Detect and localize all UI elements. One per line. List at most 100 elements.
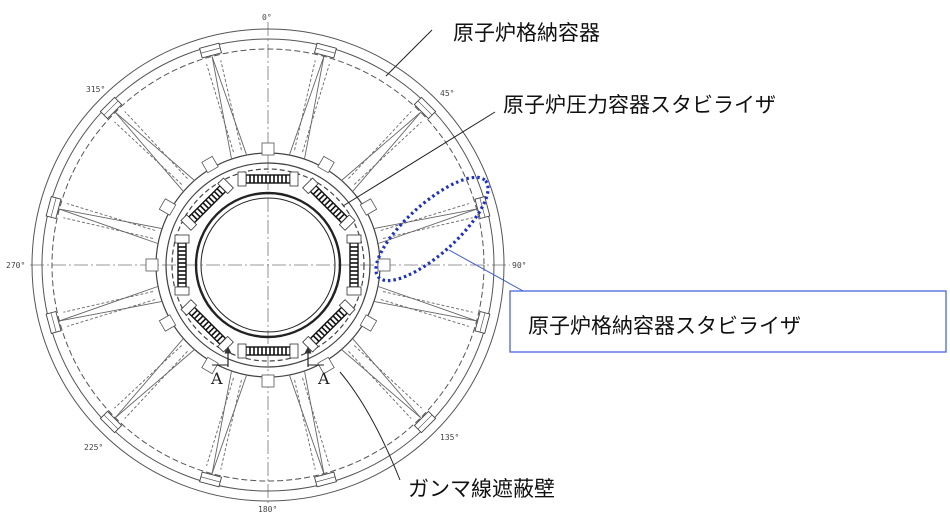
truss-member-dashed [302, 377, 330, 466]
angle-label-45: 45° [440, 89, 454, 98]
truss-member [59, 208, 163, 229]
angle-label-0: 0° [262, 13, 272, 22]
truss-member-dashed [380, 299, 469, 327]
pcv-stabilizer-callout-box [509, 290, 947, 353]
truss-member [377, 208, 477, 245]
rpv-stabilizer-label: 原子炉圧力容器スタビライザ [503, 93, 776, 117]
rpv-stabilizer [174, 234, 190, 296]
angle-labels: 0° 45° 90° 135° 180° 225° 270° 315° [6, 13, 526, 514]
truss-member-dashed [294, 379, 316, 470]
truss-member-dashed [220, 379, 242, 470]
truss-member [377, 285, 477, 322]
angle-label-315: 315° [86, 85, 105, 94]
truss-member [373, 208, 477, 229]
pcv-stabilizer-bracket [313, 471, 337, 488]
shield-bracket [359, 314, 378, 332]
truss-member-dashed [348, 350, 412, 419]
containment-vessel-label: 原子炉格納容器 [453, 21, 600, 45]
rpv-stabilizer-bars [174, 171, 362, 359]
truss-member-dashed [124, 350, 188, 419]
pcv-stabilizer-bracket [413, 96, 437, 120]
containment-vessel-rings [31, 28, 505, 502]
rpv-stabilizer [180, 299, 234, 353]
angle-label-135: 135° [440, 433, 459, 442]
truss-member-dashed [353, 345, 422, 409]
section-marks: A A [210, 346, 330, 388]
truss-member [352, 111, 422, 192]
truss-member-dashed [220, 60, 242, 151]
truss-member-dashed [63, 291, 154, 313]
truss-member [211, 56, 232, 160]
reactor-pressure-vessel [194, 191, 342, 339]
pcv-stabilizer-bracket [199, 42, 223, 59]
truss-member [352, 338, 422, 419]
pcv-stabilizer-bracket [474, 310, 491, 334]
truss-member-dashed [380, 203, 469, 231]
truss-member [211, 374, 248, 474]
truss-member-dashed [124, 111, 188, 180]
shield-bracket [377, 258, 391, 272]
pcv-stabilizer-bracket [313, 42, 337, 59]
truss-member-dashed [302, 64, 330, 153]
truss-member-dashed [63, 217, 154, 239]
truss-member-dashed [348, 111, 412, 180]
truss-member [59, 285, 159, 322]
rpv-stabilizer [346, 234, 362, 296]
rpv-stabilizer [237, 343, 299, 359]
truss-member [114, 111, 195, 181]
truss-member [373, 301, 477, 322]
truss-member-dashed [67, 299, 156, 327]
section-mark-right: A [317, 369, 330, 388]
shield-bracket [359, 198, 378, 216]
truss-member [59, 301, 163, 322]
shield-bracket [158, 198, 177, 216]
angle-label-90: 90° [512, 261, 526, 270]
pcv-stabilizer-label: 原子炉格納容器スタビライザ [528, 314, 801, 338]
truss-member-dashed [353, 121, 422, 185]
pcv-stabilizer-bracket [413, 410, 437, 434]
rpv-stabilizer [180, 177, 234, 231]
shield-bracket [317, 356, 335, 375]
pcv-stabilizer-highlight [374, 175, 490, 283]
shield-bracket [261, 374, 275, 388]
truss-member [288, 374, 325, 474]
shield-bracket [261, 142, 275, 156]
truss-member [211, 370, 232, 474]
pcv-stabilizer-bracket [199, 471, 223, 488]
angle-label-270: 270° [6, 261, 25, 270]
center-lines [30, 22, 510, 505]
truss-member [211, 56, 248, 156]
shield-bracket [317, 155, 335, 174]
shield-bracket [201, 356, 219, 375]
truss-member [114, 111, 184, 192]
pcv-stabilizer-bracket [99, 410, 123, 434]
truss-member [114, 349, 195, 419]
stabilizer-truss-frame [59, 56, 477, 474]
section-mark-left: A [210, 369, 223, 388]
rpv-stabilizer [302, 177, 356, 231]
truss-member [341, 349, 422, 419]
truss-member [59, 208, 159, 245]
pcv-stabilizer-bracket [45, 310, 62, 334]
truss-member-dashed [67, 203, 156, 231]
shield-bracket [158, 314, 177, 332]
pcv-stabilizer-bracket [45, 196, 62, 220]
rpv-stabilizer [302, 299, 356, 353]
truss-member-dashed [114, 121, 183, 185]
truss-member-dashed [206, 377, 234, 466]
pcv-stabilizer-brackets [45, 42, 491, 488]
shield-bracket [201, 155, 219, 174]
truss-member [114, 338, 184, 419]
gamma-shield-label: ガンマ線遮蔽壁 [408, 477, 555, 501]
truss-member-dashed [294, 60, 316, 151]
truss-member-dashed [382, 291, 473, 313]
angle-label-180: 180° [258, 505, 277, 514]
truss-member [341, 111, 422, 181]
rpv-stabilizer [237, 171, 299, 187]
truss-member [304, 56, 325, 160]
truss-member [288, 56, 325, 156]
shield-bracket [145, 258, 159, 272]
truss-member [304, 370, 325, 474]
angle-label-225: 225° [84, 443, 103, 452]
